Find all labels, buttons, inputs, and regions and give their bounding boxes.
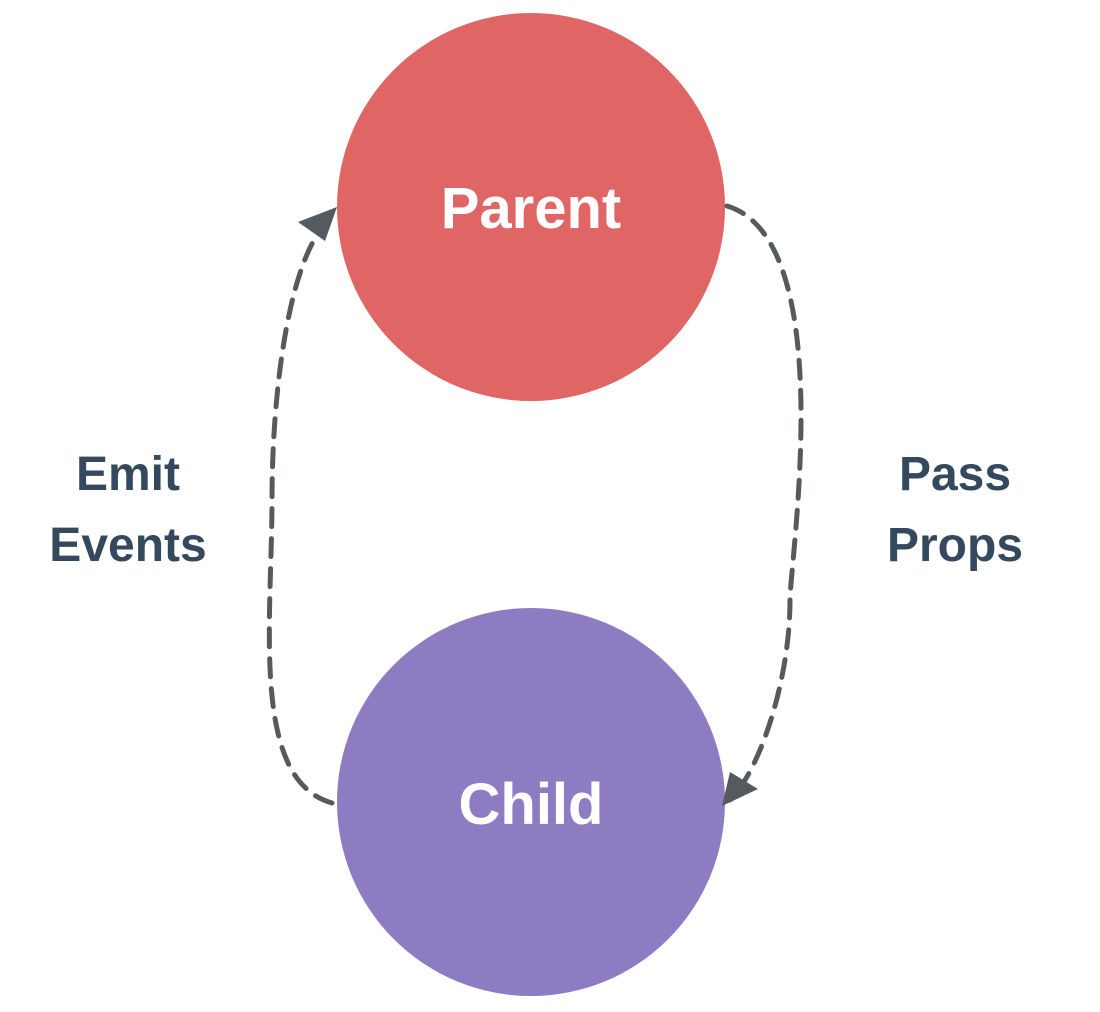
child-node bbox=[337, 608, 725, 996]
emit-events-arrowhead bbox=[298, 207, 337, 241]
emit-events-label-line2: Events bbox=[49, 519, 206, 572]
pass-props-arrowhead bbox=[722, 772, 758, 806]
parent-node-label: Parent bbox=[441, 176, 622, 241]
parent-node bbox=[337, 13, 725, 401]
child-node-label: Child bbox=[459, 772, 604, 837]
pass-props-label-line2: Props bbox=[887, 519, 1023, 572]
emit-events-label-line1: Emit bbox=[76, 448, 180, 501]
emit-events-arrow bbox=[266, 217, 335, 806]
pass-props-arrow bbox=[724, 203, 804, 803]
pass-props-label-line1: Pass bbox=[899, 448, 1011, 501]
